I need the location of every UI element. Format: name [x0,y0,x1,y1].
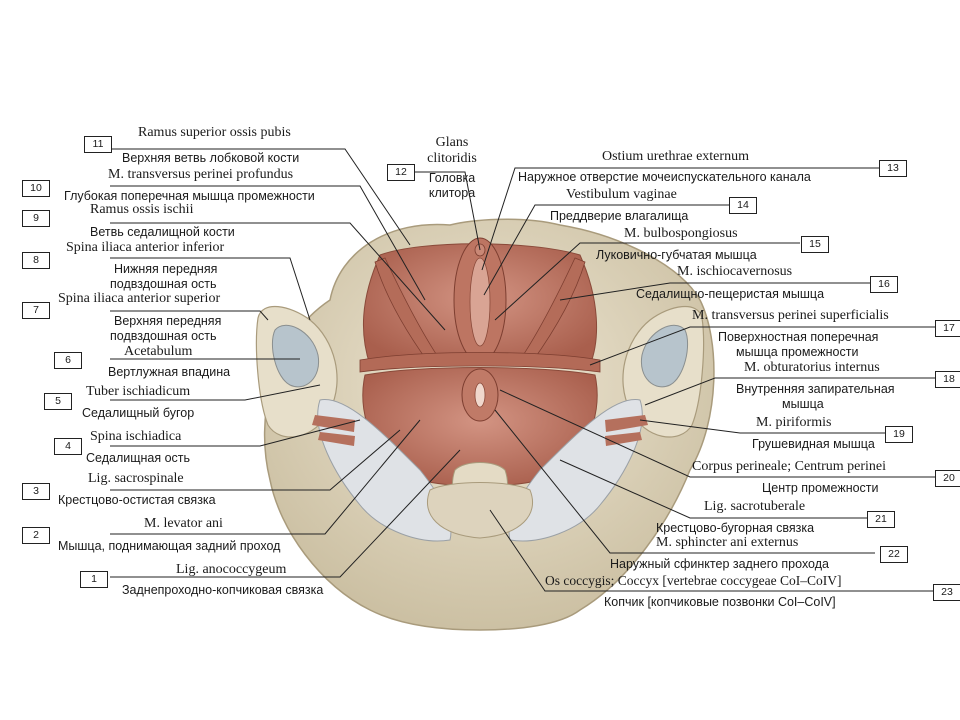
label-number-18: 18 [935,371,960,388]
label-latin-11: Ramus superior ossis pubis [138,125,291,140]
sacrum [427,482,533,539]
label-number-11: 11 [84,136,112,153]
label-number-7: 7 [22,302,50,319]
label-russian-11: Верхняя ветвь лобковой кости [122,151,300,165]
label-russian-10: Глубокая поперечная мышца промежности [64,189,315,203]
label-number-19: 19 [885,426,913,443]
left-sacrotuberous-ligament [317,399,452,542]
label-number-10: 10 [22,180,50,197]
label-russian-14: Преддверие влагалища [550,209,689,223]
label-latin-17: M. transversus perinei superficialis [692,308,889,323]
label-russian-12b: клитора [428,186,476,200]
label-latin-5: Tuber ischiadicum [86,384,191,399]
label-number-17: 17 [935,320,960,337]
label-russian-22: Наружный сфинктер заднего прохода [610,557,829,571]
label-number-2: 2 [22,527,50,544]
label-number-1: 1 [80,571,108,588]
label-latin-3: Lig. sacrospinale [88,471,184,486]
obturator-left [318,432,355,446]
label-latin-2: M. levator ani [144,516,223,531]
label-latin-15: M. bulbospongiosus [624,226,738,241]
label-russian-8: Нижняя передняя [114,262,218,276]
label-number-12: 12 [387,164,415,181]
label-russian-19: Грушевидная мышца [752,437,875,451]
label-russian-20: Центр промежности [762,481,879,495]
label-russian-17: Поверхностная поперечная [718,330,879,344]
leader-lines-right [415,167,935,592]
leader-lines-left [110,148,461,578]
label-russian-18b: мышца [782,397,824,411]
label-russian-5: Седалищный бугор [82,406,195,420]
piriformis-right [605,415,648,432]
label-latin-6: Acetabulum [124,344,193,359]
label-russian-4: Седалищная ость [86,451,191,465]
label-russian-9: Ветвь седалищной кости [90,225,235,239]
label-latin-12b: clitoridis [427,151,477,166]
label-latin-13: Ostium urethrae externum [602,149,749,164]
label-number-13: 13 [879,160,907,177]
label-russian-12: Головка [428,171,476,185]
label-number-23: 23 [933,584,960,601]
label-latin-16: M. ischiocavernosus [677,264,793,279]
label-latin-1: Lig. anococcygeum [176,562,287,577]
label-russian-7: Верхняя передняя [114,314,222,328]
label-russian-7b: подвздошная ость [110,329,217,343]
label-russian-6: Вертлужная впадина [108,365,231,379]
label-number-21: 21 [867,511,895,528]
label-latin-10: M. transversus perinei profundus [108,167,294,182]
label-russian-13: Наружное отверстие мочеиспускательного к… [518,170,811,184]
label-russian-18: Внутренняя запирательная [736,382,895,396]
label-russian-16: Седалищно-пещеристая мышца [636,287,825,301]
superficial-transverse [359,352,601,373]
label-number-6: 6 [54,352,82,369]
label-russian-15: Луковично-губчатая мышца [596,248,757,262]
label-russian-2: Мышца, поднимающая задний проход [58,539,281,553]
label-number-14: 14 [729,197,757,214]
label-latin-22: M. sphincter ani externus [656,535,799,550]
label-number-4: 4 [54,438,82,455]
label-russian-8b: подвздошная ость [110,277,217,291]
label-number-15: 15 [801,236,829,253]
label-latin-14: Vestibulum vaginae [566,187,677,202]
label-latin-23: Os coccygis; Coccyx [vertebrae coccygeae… [545,573,842,588]
label-latin-4: Spina ischiadica [90,429,182,444]
label-number-9: 9 [22,210,50,227]
piriformis-left [312,415,355,432]
label-latin-12: Glans [435,135,469,150]
label-number-16: 16 [870,276,898,293]
label-latin-21: Lig. sacrotuberale [704,499,806,514]
label-number-8: 8 [22,252,50,269]
label-number-3: 3 [22,483,50,500]
label-russian-23: Копчик [копчиковые позвонки CoI–CoIV] [604,595,836,609]
label-latin-9: Ramus ossis ischii [90,202,194,217]
label-latin-7: Spina iliaca anterior superior [58,291,221,306]
label-number-5: 5 [44,393,72,410]
label-russian-3: Крестцово-остистая связка [58,493,216,507]
label-latin-8: Spina iliaca anterior inferior [66,240,225,255]
anus [474,382,486,408]
label-latin-19: M. piriformis [756,415,832,430]
label-latin-18: M. obturatorius internus [744,360,880,375]
label-russian-17b: мышца промежности [736,345,859,359]
label-russian-1: Заднепроходно-копчиковая связка [122,583,324,597]
label-number-20: 20 [935,470,960,487]
label-russian-21: Крестцово-бугорная связка [656,521,815,535]
label-latin-20: Corpus perineale; Centrum perinei [692,459,886,474]
vestibule [469,257,491,347]
label-number-22: 22 [880,546,908,563]
